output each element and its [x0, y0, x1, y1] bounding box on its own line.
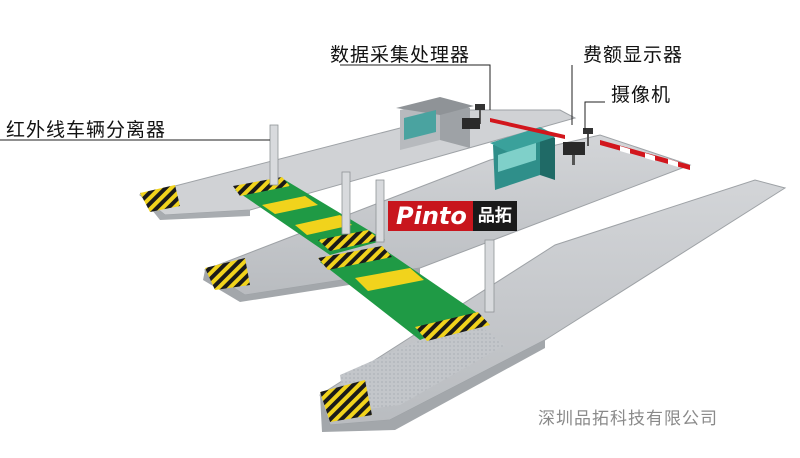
barrier-arm-front [600, 140, 690, 170]
camera-label: 摄像机 [611, 84, 672, 106]
infrared-post-4 [484, 239, 495, 313]
fee-display-label: 费额显示器 [583, 44, 684, 66]
infrared-post-3 [375, 179, 385, 243]
logo-chinese: 品拓 [472, 201, 517, 231]
barrier-arm-back [490, 118, 565, 139]
infrared-post-1 [269, 124, 279, 186]
infrared-separator-label: 红外线车辆分离器 [6, 119, 167, 141]
logo-english: Pinto [388, 201, 473, 231]
pinto-logo: Pinto 品拓 [388, 201, 517, 231]
infrared-post-2 [341, 171, 351, 235]
fee-display-unit [563, 142, 585, 165]
back-booth [396, 97, 474, 150]
data-processor-label: 数据采集处理器 [330, 44, 471, 66]
front-lane [318, 246, 490, 341]
callout-lines [0, 64, 605, 141]
camera-unit [583, 128, 593, 146]
front-island [319, 179, 787, 432]
back-camera-unit [462, 104, 485, 129]
company-name: 深圳品拓科技有限公司 [538, 409, 718, 429]
